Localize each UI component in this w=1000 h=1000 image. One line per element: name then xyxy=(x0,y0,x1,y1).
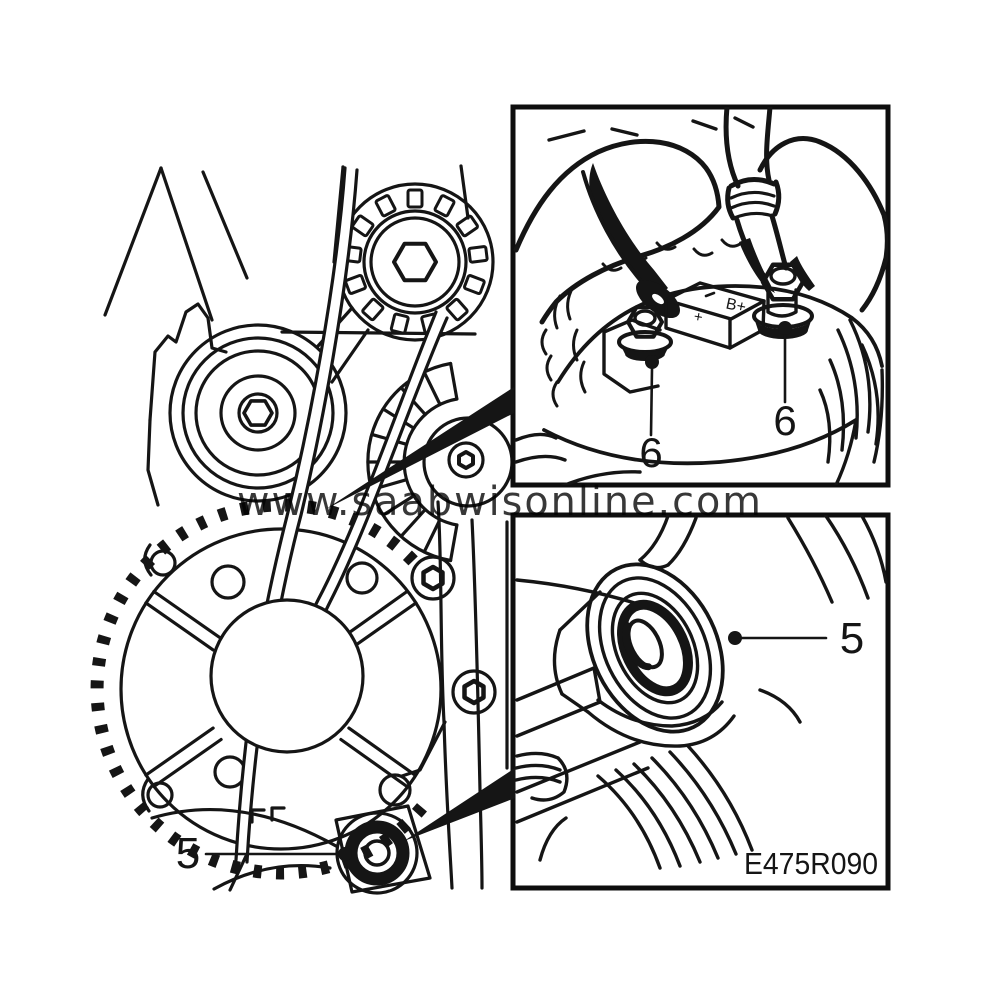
callout-5-inset-leader xyxy=(728,631,828,645)
main-supply-cable xyxy=(723,107,815,293)
callout-5-main xyxy=(204,847,352,861)
arrow-wedge-bottom-inset xyxy=(404,768,515,841)
callout-6-right-label: 6 xyxy=(773,397,796,444)
callout-6-leaders xyxy=(645,321,792,437)
callout-5-main-label: 5 xyxy=(176,829,200,878)
fitting-body xyxy=(514,590,736,862)
flywheel-hub xyxy=(209,598,365,754)
callout-5-inset-label: 5 xyxy=(840,614,864,663)
terminal-block-marking: B+ xyxy=(724,296,747,317)
inset-bottom-box xyxy=(510,512,891,891)
fitting-cylinder xyxy=(585,562,725,734)
terminal-plus-marking: + xyxy=(692,308,704,326)
bulkhead-outline xyxy=(513,138,722,325)
figure-reference-code: E475R090 xyxy=(744,846,878,881)
arrow-wedge-top-inset xyxy=(326,387,514,509)
ribbed-housing-lines xyxy=(596,515,888,870)
crinkle-marks xyxy=(540,238,742,408)
engine-edge-bracket xyxy=(378,500,509,890)
callout-6-left-label: 6 xyxy=(639,429,662,476)
left-battery-cable xyxy=(581,163,680,319)
left-terminal-nut xyxy=(602,305,673,394)
starter-motor-body xyxy=(514,284,885,485)
inset-top-box xyxy=(510,104,891,488)
watermark: www.saabwisonline.com xyxy=(237,479,763,525)
